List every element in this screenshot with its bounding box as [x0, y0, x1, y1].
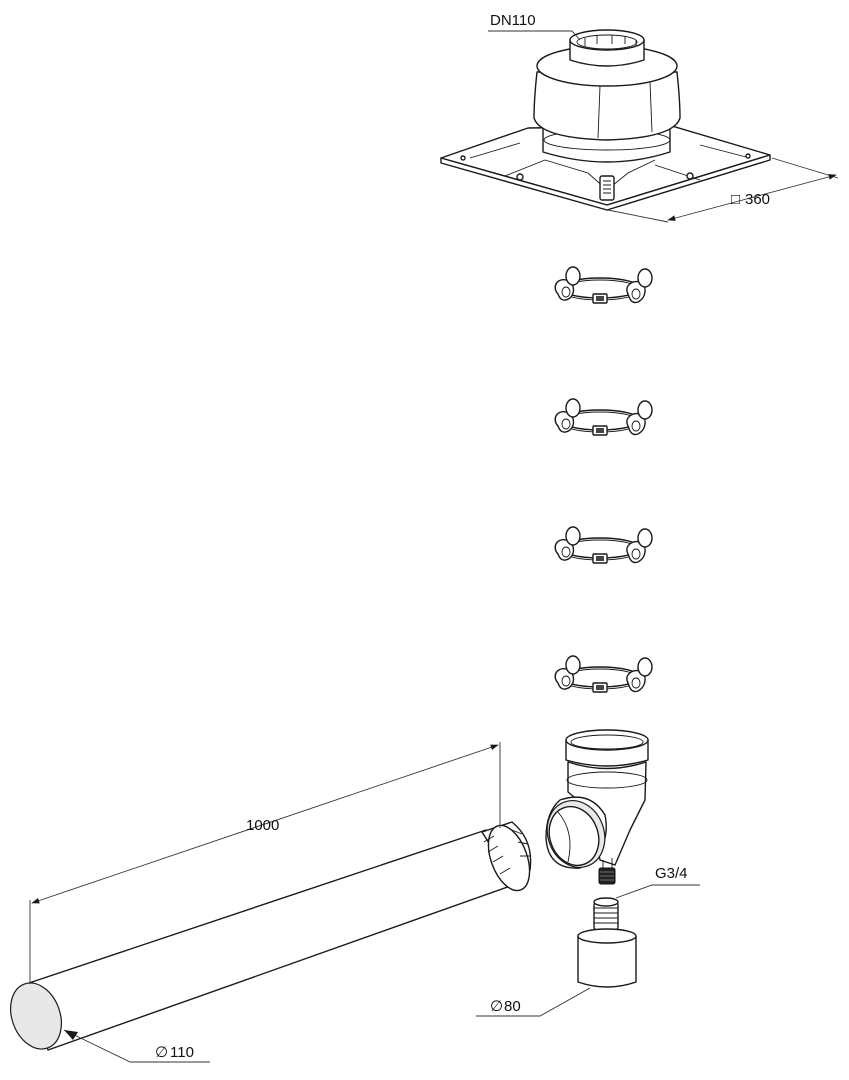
dn-label: DN110	[490, 12, 536, 29]
length-label: 1000	[246, 817, 279, 834]
diameter-symbol-80: ∅	[490, 998, 503, 1015]
pipe-clamp	[554, 398, 653, 436]
square-360-dimension: □ 360	[607, 157, 839, 223]
trap-diameter-callout: ∅ 80	[476, 987, 591, 1017]
thread-label: G3/4	[655, 865, 688, 882]
diameter-symbol-110: ∅	[155, 1044, 168, 1061]
roof-outlet-flashing	[440, 29, 771, 211]
length-1000-dimension: 1000	[29, 742, 501, 984]
pipe-clamp	[554, 655, 653, 693]
dn110-callout: DN110	[488, 12, 581, 41]
pipe-clamp	[554, 266, 653, 304]
pipe-diameter-callout: ∅ 110	[63, 1029, 210, 1063]
square-360-label: 360	[745, 191, 770, 208]
pipe-clamp	[554, 526, 653, 564]
trap-diameter-label: 80	[504, 998, 521, 1015]
g34-callout: G3/4	[615, 865, 700, 899]
pipe-diameter-label: 110	[170, 1044, 194, 1061]
drain-elbow	[545, 729, 649, 885]
square-symbol: □	[731, 191, 740, 208]
drain-pipe	[10, 821, 532, 1051]
siphon-trap	[577, 897, 637, 988]
